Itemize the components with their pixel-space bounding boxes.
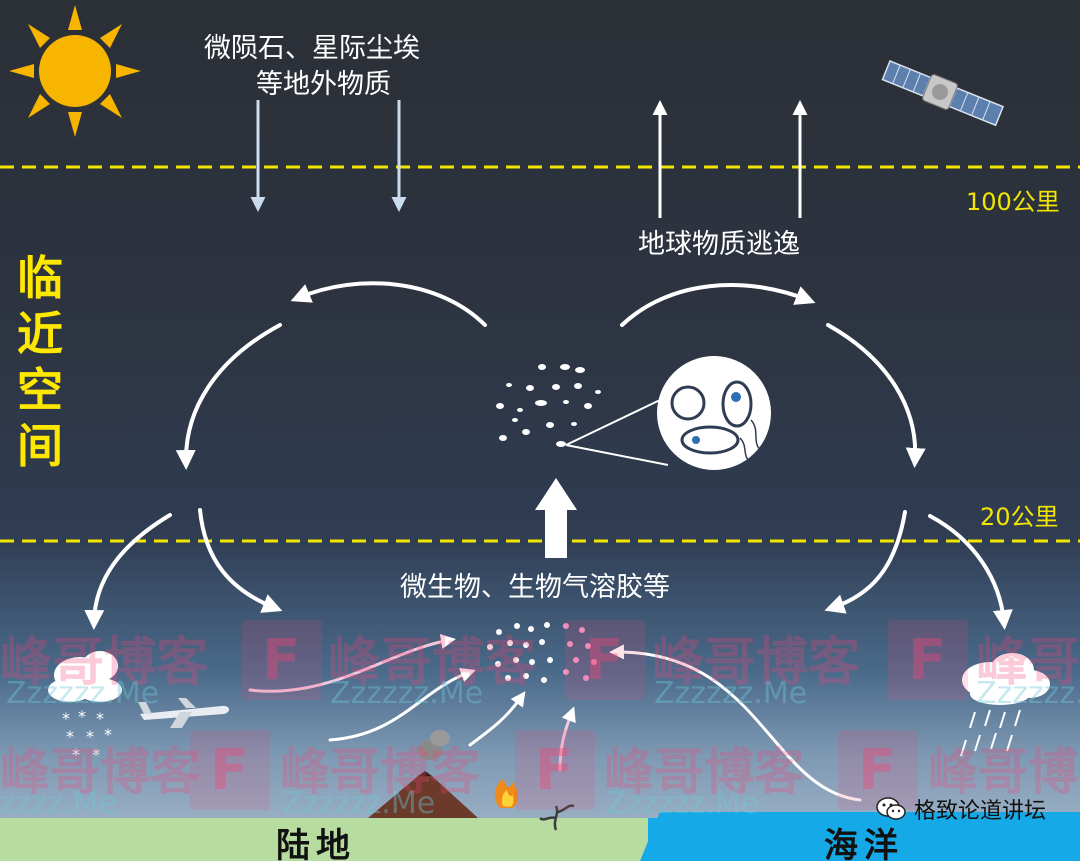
near-space-char: 间: [17, 419, 63, 473]
flow-arrow-plane: [248, 634, 456, 693]
watermark-text: 峰哥博客: [0, 743, 200, 801]
satellite-icon: [881, 60, 1005, 127]
watermark-logo-letter: F: [585, 628, 624, 693]
high-altitude-particles: [496, 364, 601, 447]
uplift-arrow: [535, 478, 577, 558]
watermark-text: 峰哥博客: [280, 743, 480, 801]
watermark-text: 峰哥博客: [328, 633, 537, 693]
volcano-icon: [368, 730, 478, 818]
near-space-label: 临 近 空 间: [12, 250, 68, 474]
credit-badge: 格致论道讲坛: [876, 793, 1046, 825]
ocean-shore: [640, 812, 1080, 861]
watermark-logo-letter: F: [858, 738, 897, 803]
watermark-sub-text: Zzzzzz.Me: [6, 676, 160, 711]
arc-left-down: [175, 323, 282, 470]
altitude-100km-label: 100公里: [966, 188, 1060, 216]
flow-arrow-ocean: [609, 644, 862, 802]
watermark-logo-letter: F: [210, 738, 249, 803]
credit-text: 格致论道讲坛: [913, 799, 1046, 824]
microbes-label: 微生物、生物气溶胶等: [400, 572, 670, 603]
svg-text:*: *: [92, 745, 100, 764]
near-space-char: 空: [17, 363, 63, 417]
svg-text:*: *: [96, 709, 104, 728]
svg-text:*: *: [104, 725, 112, 744]
svg-text:*: *: [86, 727, 94, 746]
watermark-logos: [190, 620, 968, 810]
flow-arrow-land: [328, 667, 476, 742]
svg-text:*: *: [62, 709, 70, 728]
watermark-logo-letter: F: [535, 738, 574, 803]
watermark-text: 峰哥博客: [976, 633, 1080, 693]
extraterrestrial-label-line2: 等地外物质: [256, 69, 391, 100]
altitude-20km-label: 20公里: [980, 503, 1059, 531]
ocean-label: 海洋: [824, 826, 904, 861]
flow-arrow-volcano: [468, 691, 526, 747]
near-space-char: 临: [17, 251, 63, 305]
near-space-char: 近: [17, 307, 63, 361]
watermark-sub-text: Zzzzzz.Me: [654, 676, 808, 711]
escape-label: 地球物质逃逸: [638, 229, 800, 260]
watermark-text: 峰哥博客: [0, 633, 209, 693]
arc-to-cloud-right: [928, 514, 1013, 630]
arc-to-cloud-left: [84, 513, 172, 630]
snowflakes: *** *** **: [62, 707, 112, 764]
plant-icon: [539, 804, 575, 831]
svg-text:*: *: [78, 707, 86, 726]
watermark-sub-text: Zzzzzz.Me: [976, 676, 1080, 711]
watermark-sub-text: zzzz.Me: [0, 786, 117, 821]
airplane-icon: [138, 698, 230, 728]
svg-text:*: *: [66, 727, 74, 746]
arc-to-surface-left: [198, 508, 283, 613]
rain-cloud-icon: [960, 653, 1050, 757]
surface-particles: [487, 622, 597, 683]
flow-arrow-plant: [558, 706, 576, 772]
microbe-magnifier-icon: [565, 356, 771, 470]
svg-text:*: *: [72, 745, 80, 764]
watermark-text: 峰哥博客: [604, 743, 804, 801]
cloud-icon: [48, 651, 122, 702]
arc-to-surface-right: [824, 510, 907, 614]
sun-icon: [9, 5, 141, 137]
incoming-arrows: [250, 100, 407, 212]
watermark-logo-letter: F: [262, 628, 301, 693]
flow-arrows: [248, 634, 862, 802]
arc-top-right: [620, 283, 816, 327]
watermark-logo-letter: F: [908, 628, 947, 693]
arc-right-down: [826, 323, 926, 468]
watermark-text: 峰哥博客: [652, 633, 861, 693]
circulation-arrows: [84, 281, 1013, 630]
extraterrestrial-label: 微陨石、星际尘埃: [204, 33, 420, 64]
watermark-text: 峰哥博客: [928, 743, 1080, 801]
arc-top-left: [290, 281, 487, 327]
wechat-icon: [876, 797, 906, 820]
watermark-sub-text: Zzzzzz.Me: [330, 676, 484, 711]
land-label: 陆地: [276, 826, 356, 861]
watermark-sub-text: Zzzzzz.Me: [606, 786, 760, 821]
fire-icon: [494, 778, 518, 808]
watermark-sub-text: Zzzzzz.Me: [282, 786, 436, 821]
land-strip: [0, 818, 648, 861]
escape-arrows: [652, 100, 808, 218]
